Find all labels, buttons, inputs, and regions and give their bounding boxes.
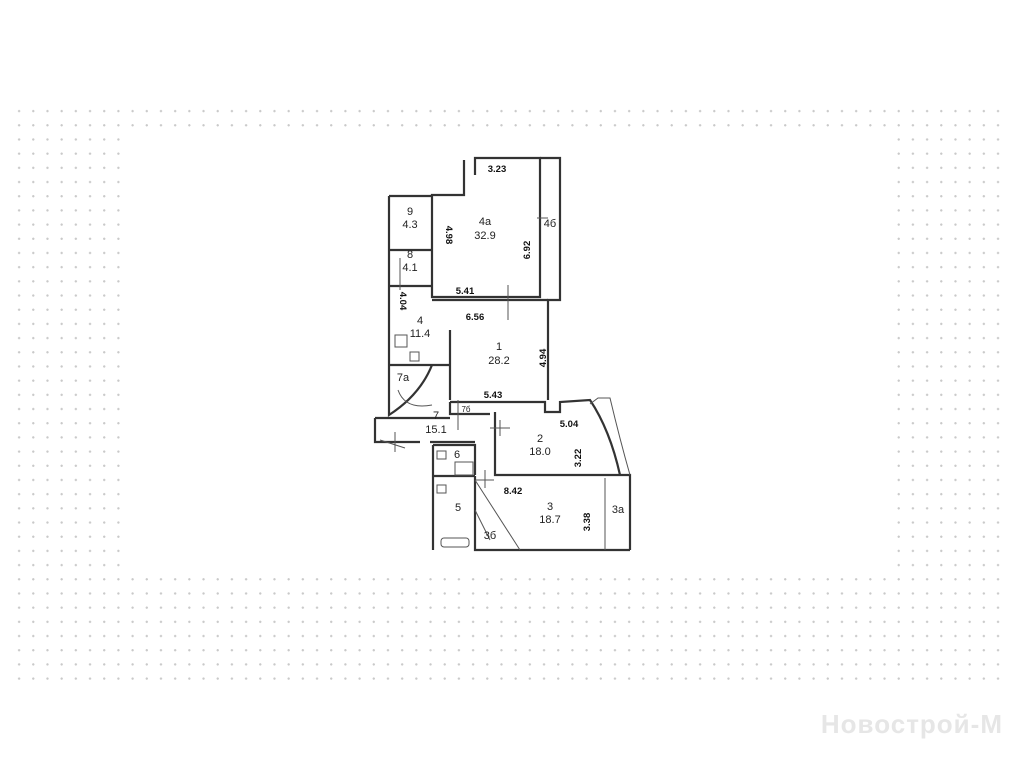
dim-5-41: 5.41 xyxy=(456,286,475,297)
dim-8-42: 8.42 xyxy=(504,486,523,497)
dim-5-04: 5.04 xyxy=(560,419,579,430)
dim-6-92: 6.92 xyxy=(522,241,533,260)
room-2-area: 18.0 xyxy=(529,446,550,458)
room-2-number: 2 xyxy=(537,433,543,445)
dim-3-38: 3.38 xyxy=(582,513,593,532)
room-7b-number: 7б xyxy=(461,405,470,414)
room-9-number: 9 xyxy=(407,206,413,218)
watermark: Новострой-М xyxy=(820,709,1003,739)
room-9-area: 4.3 xyxy=(402,219,417,231)
room-3-number: 3 xyxy=(547,501,553,513)
room-7-area: 15.1 xyxy=(425,424,446,436)
room-8-area: 4.1 xyxy=(402,262,417,274)
dim-3-22: 3.22 xyxy=(573,449,584,468)
room-1-area: 28.2 xyxy=(488,355,509,367)
room-7-number: 7 xyxy=(433,410,439,422)
dim-4-04: 4.04 xyxy=(397,292,408,311)
room-4a-number: 4а xyxy=(479,216,492,228)
room-3a-number: 3а xyxy=(612,504,625,516)
room-3-area: 18.7 xyxy=(539,514,560,526)
room-3b-number: 3б xyxy=(484,530,496,542)
room-5-number: 5 xyxy=(455,502,461,514)
plan-area xyxy=(128,138,886,578)
room-labels: 9 4.3 8 4.1 4а 32.9 4б 4 11.4 1 28.2 7а … xyxy=(397,206,625,542)
dim-5-43: 5.43 xyxy=(484,390,503,401)
room-7a-number: 7а xyxy=(397,372,410,384)
room-4-area: 11.4 xyxy=(410,328,431,340)
dimension-labels: 3.23 4.98 6.92 5.41 6.56 4.04 4.94 5.43 … xyxy=(397,164,593,531)
dim-3-23: 3.23 xyxy=(488,164,507,175)
walls xyxy=(373,156,632,552)
dim-4-98: 4.98 xyxy=(443,226,454,245)
room-1-number: 1 xyxy=(496,341,502,353)
room-4a-area: 32.9 xyxy=(474,230,495,242)
dim-6-56: 6.56 xyxy=(466,312,485,323)
room-4b-number: 4б xyxy=(544,218,556,230)
room-6-number: 6 xyxy=(454,449,460,461)
room-8-number: 8 xyxy=(407,249,413,261)
stair-icon xyxy=(394,334,408,348)
room-4-number: 4 xyxy=(417,315,423,327)
dim-4-94: 4.94 xyxy=(538,348,549,367)
